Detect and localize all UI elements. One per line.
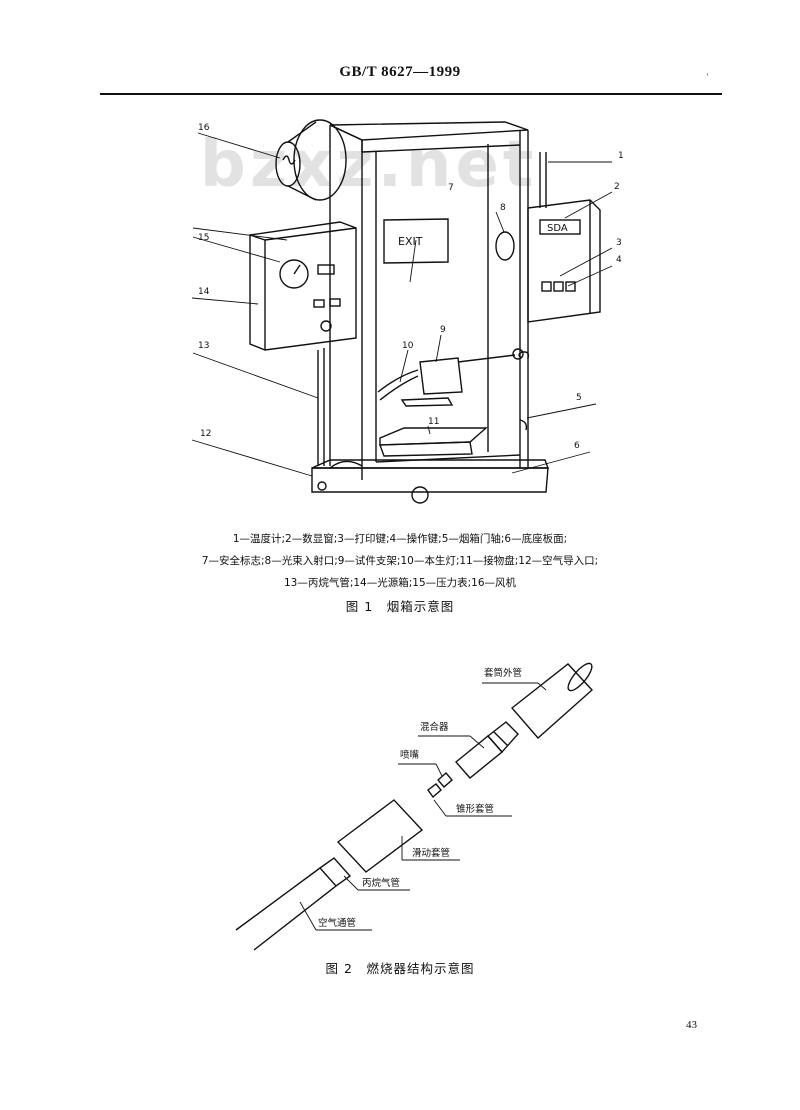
page-number: 43 [686,1019,697,1031]
figure1-legend: 1—温度计;2—数显窗;3—打印键;4—操作键;5—烟箱门轴;6—底座板面; 7… [100,528,700,594]
standard-code-header: GB/T 8627—1999 [339,64,461,80]
label-outer-sleeve: 套筒外管 [484,667,522,679]
label-propane-pipe: 丙烷气管 [362,877,400,889]
header-tick-mark: ' [706,72,709,83]
fig1-label-13: 13 [198,341,209,351]
label-sliding-sleeve: 滑动套管 [412,847,450,859]
exit-sign-text: EXIT [398,235,423,248]
fig1-label-9: 9 [440,325,446,335]
fig1-label-4: 4 [616,255,622,265]
figure1-title: 图 1 烟箱示意图 [345,599,455,614]
figure2-title: 图 2 燃烧器结构示意图 [325,961,475,976]
fig1-label-5: 5 [576,393,582,403]
fig1-label-6: 6 [574,441,580,451]
label-cone-sleeve: 锥形套管 [456,803,494,815]
fig1-label-14: 14 [198,287,210,297]
header-rule [100,93,722,95]
fig1-label-2: 2 [614,182,620,192]
figure2-burner-diagram: 套筒外管 混合器 喷嘴 锥形套管 滑动套管 丙烷气管 空气通管 [235,662,593,951]
fig1-label-10: 10 [402,341,414,351]
figure1-smoke-chamber-diagram: 1 2 3 4 5 6 7 8 9 10 11 12 13 14 15 16 E… [191,119,624,504]
legend-line: 1—温度计;2—数显窗;3—打印键;4—操作键;5—烟箱门轴;6—底座板面; [232,533,568,545]
fig1-label-3: 3 [616,238,622,248]
display-window-text: SDA [547,223,568,234]
fig1-label-11: 11 [428,417,439,427]
label-nozzle: 喷嘴 [400,750,420,761]
fig1-label-8: 8 [500,203,506,213]
label-mixer: 混合器 [420,721,449,733]
legend-line: 7—安全标志;8—光束入射口;9—试件支架;10—本生灯;11—接物盘;12—空… [201,555,599,567]
legend-line: 13—丙烷气管;14—光源箱;15—压力表;16—风机 [283,577,517,589]
fig1-label-12: 12 [200,429,211,439]
fig1-label-1: 1 [618,151,624,161]
label-air-pipe: 空气通管 [318,917,356,929]
fig1-label-16: 16 [198,123,210,133]
fig1-label-15: 15 [198,233,209,243]
fig1-label-7: 7 [448,183,454,193]
